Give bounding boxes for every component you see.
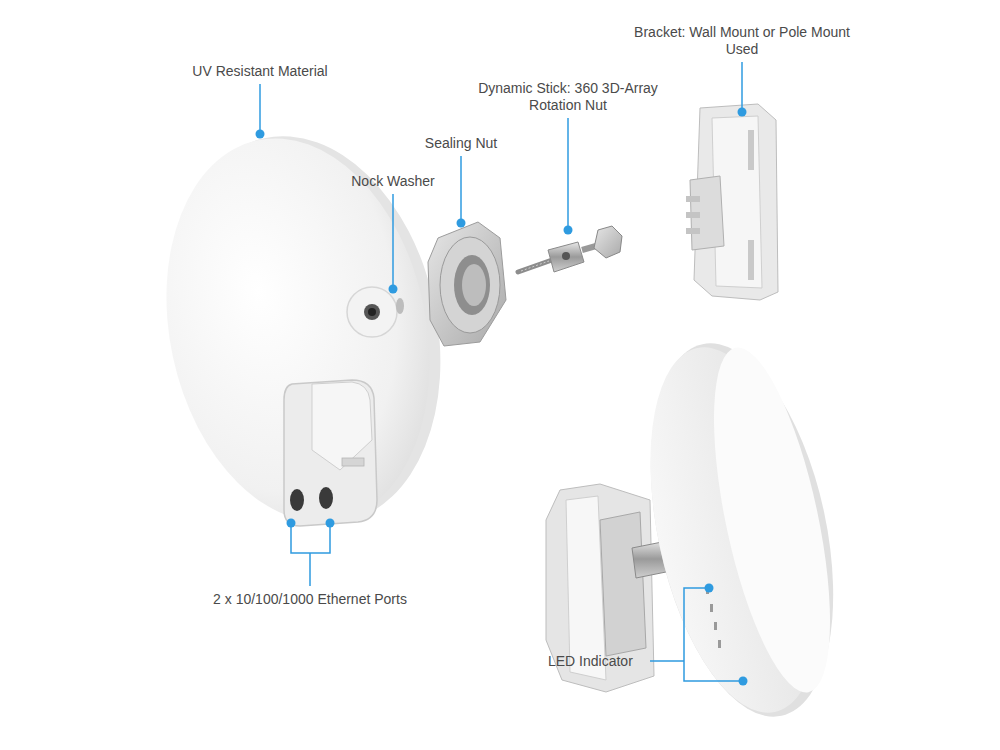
part-label: LED Indicator	[548, 653, 633, 670]
antenna-disk-rear	[132, 111, 474, 549]
assembled-antenna	[546, 327, 864, 734]
mounting-bracket	[686, 104, 778, 300]
part-label: 2 x 10/100/1000 Ethernet Ports	[160, 591, 460, 608]
part-label: Nock Washer	[318, 173, 468, 190]
part-label: Sealing Nut	[386, 135, 536, 152]
leader-lines	[260, 62, 743, 681]
sealing-nut	[428, 222, 506, 346]
part-label: Bracket: Wall Mount or Pole Mount Used	[627, 24, 857, 58]
part-label: Dynamic Stick: 360 3D-Array Rotation Nut	[473, 80, 663, 114]
rotation-stick	[518, 226, 622, 272]
part-label: UV Resistant Material	[140, 63, 380, 80]
